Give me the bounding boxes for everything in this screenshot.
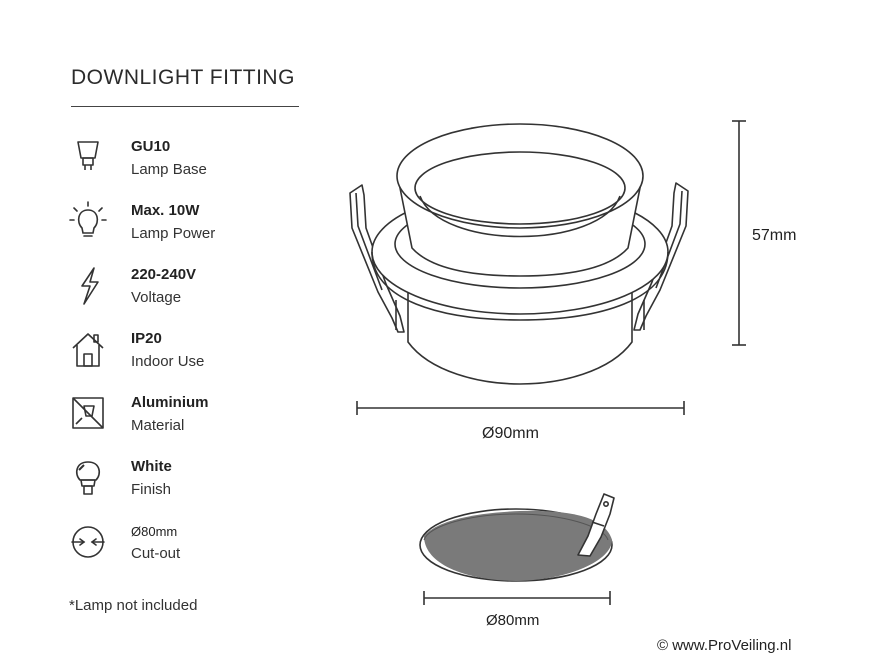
cutout-hole [419,508,613,582]
spec-value: Ø80mm [131,524,178,539]
reflector-rim [396,123,644,229]
reflector-shade [419,195,621,238]
spec-value: 220-240V [131,266,197,283]
cutout-icon [68,520,108,564]
spec-label: Cut-out [131,545,181,562]
material-icon [68,392,108,436]
lamp-note: *Lamp not included [69,597,198,614]
spec-finish: White Finish [68,456,298,506]
lightning-icon [68,264,108,308]
spec-label: Voltage [131,289,182,306]
title-divider [71,106,299,107]
diameter-label: Ø90mm [482,425,539,442]
spec-lamp-base: GU10 Lamp Base [68,136,298,186]
finish-icon [68,456,108,500]
body-bands [395,300,645,330]
saw-knife-icon [577,493,615,557]
spec-value: GU10 [131,138,171,155]
spec-lamp-power: Max. 10W Lamp Power [68,200,298,250]
spec-indoor-use: IP20 Indoor Use [68,328,298,378]
diameter-dimension-line [356,401,685,415]
house-icon [68,328,108,372]
reflector-inner [414,151,626,225]
spec-value: Aluminium [131,394,209,411]
spec-cutout: Ø80mm Cut-out [68,520,298,570]
lamp-base-icon [68,136,108,180]
spec-label: Lamp Power [131,225,216,242]
page-title: DOWNLIGHT FITTING [71,66,295,89]
cutout-dimension-line [423,591,611,605]
spec-label: Material [131,417,185,434]
height-dimension-line [732,120,746,346]
spec-value: Max. 10W [131,202,200,219]
watermark-credit: © www.ProVeiling.nl [657,637,792,654]
flange-edge [371,251,669,321]
spec-voltage: 220-240V Voltage [68,264,298,314]
height-label: 57mm [752,227,797,244]
spec-label: Indoor Use [131,353,205,370]
spec-label: Finish [131,481,172,498]
spec-material: Aluminium Material [68,392,298,442]
cutout-label: Ø80mm [486,612,540,629]
left-spring-clip [349,184,405,333]
spec-label: Lamp Base [131,161,207,178]
fitting-body [407,286,633,385]
bulb-icon [68,200,108,244]
spec-value: White [131,458,172,475]
spec-value: IP20 [131,330,162,347]
